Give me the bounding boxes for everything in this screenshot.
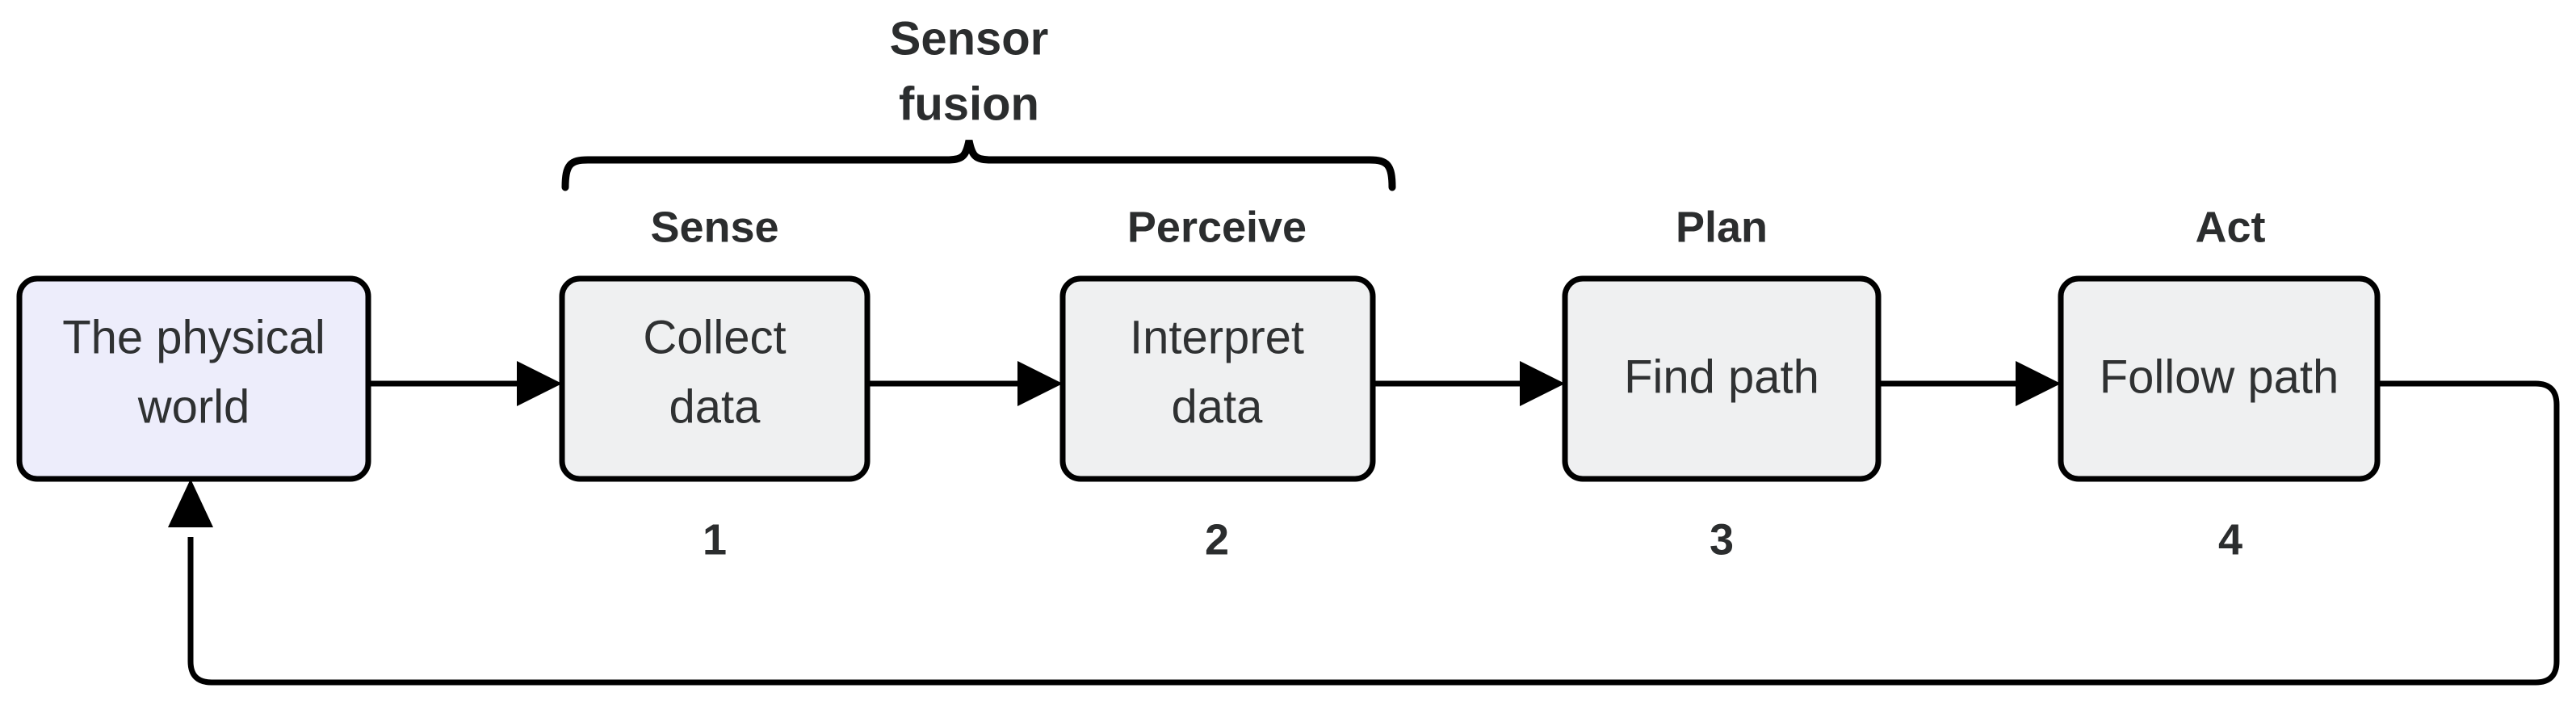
group-label-line-2: fusion <box>899 78 1039 130</box>
arrowhead-world-to-collect <box>517 361 562 406</box>
arrowhead-collect-to-interpret <box>1017 361 1063 406</box>
phase-label-perceive: Perceive <box>1127 203 1307 251</box>
node-physical-world[interactable]: The physical world <box>16 275 371 482</box>
step-number-1: 1 <box>703 515 727 564</box>
node-box-interpret-data[interactable] <box>1059 275 1376 482</box>
node-label-physical-world-line-2: world <box>137 380 250 433</box>
step-number-4: 4 <box>2218 515 2242 564</box>
arrowhead-interpret-to-find <box>1520 361 1565 406</box>
node-interpret-data[interactable]: Interpret data <box>1059 275 1376 482</box>
group-label-sensor-fusion: Sensor fusion <box>890 12 1049 130</box>
node-label-interpret-data-line-2: data <box>1172 380 1264 433</box>
group-label-line-1: Sensor <box>890 12 1049 65</box>
phase-label-plan: Plan <box>1676 203 1768 251</box>
phase-labels: Sense Perceive Plan Act <box>650 203 2265 251</box>
arrowhead-find-to-follow <box>2016 361 2061 406</box>
phase-label-act: Act <box>2195 203 2265 251</box>
node-box-physical-world[interactable] <box>16 275 371 482</box>
node-label-interpret-data-line-1: Interpret <box>1130 311 1304 363</box>
arrowhead-feedback-loop <box>168 479 213 527</box>
connectors <box>168 361 2560 686</box>
step-number-3: 3 <box>1710 515 1734 564</box>
node-find-path[interactable]: Find path <box>1562 275 1882 482</box>
node-box-collect-data[interactable] <box>559 275 871 482</box>
curly-brace-sensor-fusion <box>561 140 1396 191</box>
node-label-physical-world-line-1: The physical <box>62 311 325 363</box>
node-follow-path[interactable]: Follow path <box>2058 275 2381 482</box>
phase-label-sense: Sense <box>650 203 778 251</box>
node-box-follow-path[interactable] <box>2058 275 2381 482</box>
node-label-collect-data-line-2: data <box>669 380 761 433</box>
node-label-follow-path-line-1: Follow path <box>2100 350 2339 403</box>
step-numbers: 1 2 3 4 <box>703 515 2242 564</box>
node-label-find-path-line-1: Find path <box>1624 350 1819 403</box>
node-box-find-path[interactable] <box>1562 275 1882 482</box>
node-collect-data[interactable]: Collect data <box>559 275 871 482</box>
step-number-2: 2 <box>1205 515 1229 564</box>
node-label-collect-data-line-1: Collect <box>643 311 786 363</box>
connector-feedback-loop <box>187 380 2560 686</box>
